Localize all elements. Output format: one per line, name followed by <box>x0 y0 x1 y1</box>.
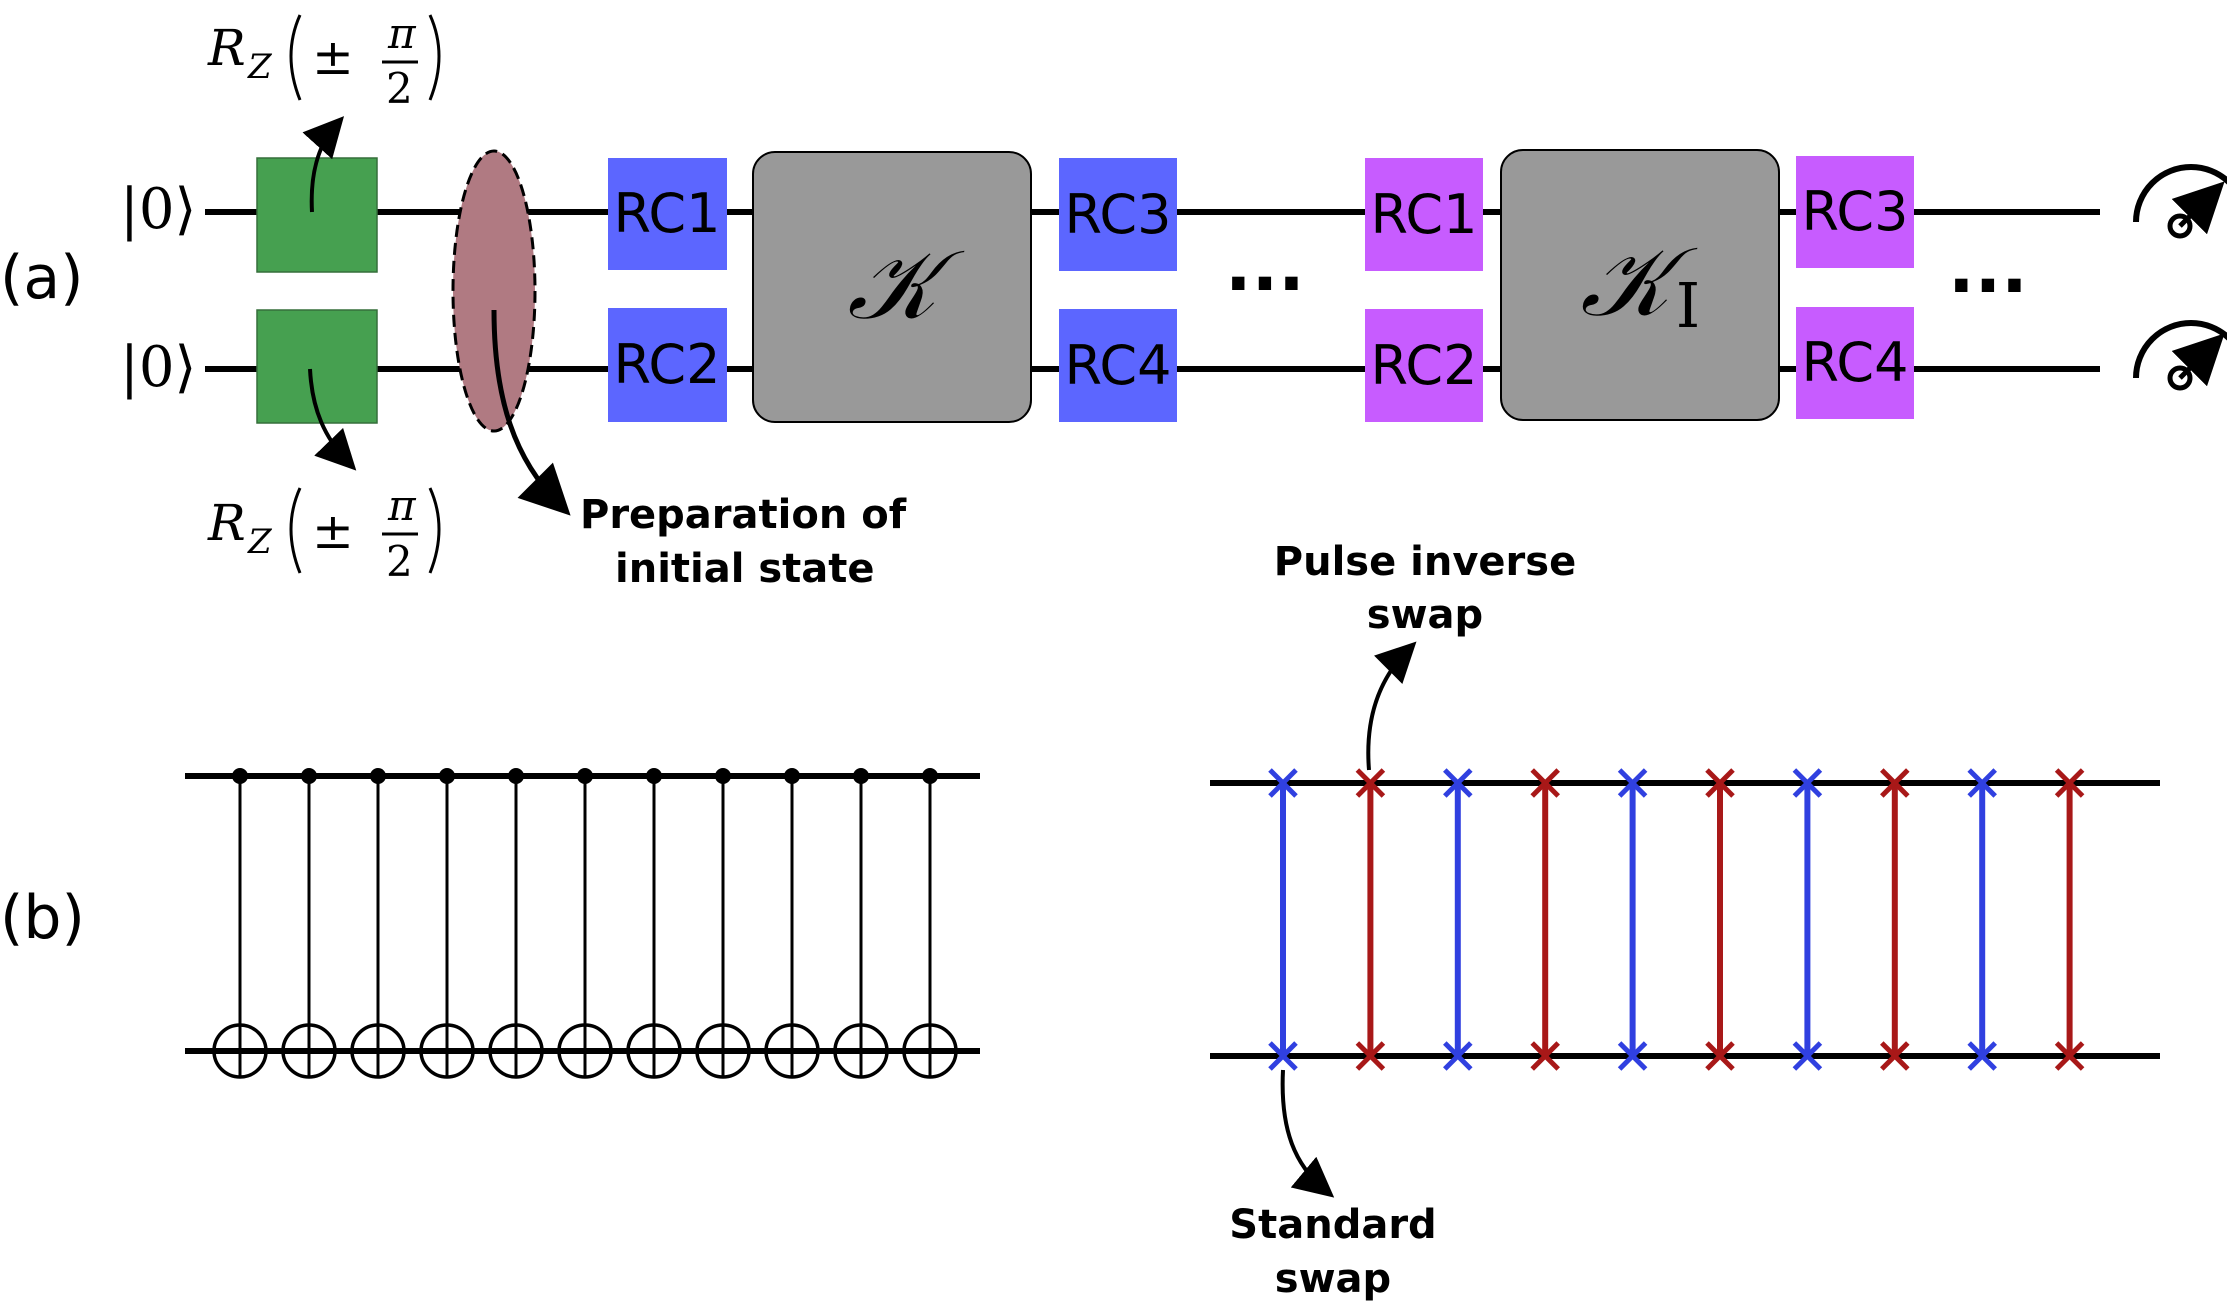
rc4-gate <box>1059 309 1177 422</box>
cnot-gate <box>626 768 682 1079</box>
cnot-gate <box>695 768 751 1079</box>
rc2-gate-stage2 <box>1365 309 1483 422</box>
control-dot <box>577 768 593 784</box>
measurement-meter-bottom-icon <box>2133 320 2227 391</box>
measurement-meter-top-icon <box>2133 164 2227 239</box>
standard-swap-gate <box>1792 768 1823 1071</box>
cnot-gate <box>902 768 958 1079</box>
panel-b: (b) Pulse inverse swap Standard swap <box>0 539 2160 1301</box>
rc2-label: RC2 <box>614 333 721 396</box>
cnot-gate <box>764 768 820 1079</box>
svg-text:R: R <box>207 19 246 77</box>
cnot-gate <box>419 768 475 1079</box>
standard-swap-gate <box>1268 768 1298 1071</box>
standard-swap-gate <box>1617 768 1648 1071</box>
pulse-inverse-swap-gate <box>2054 768 2085 1071</box>
rc3-label: RC3 <box>1065 183 1172 246</box>
cnot-gate <box>488 768 544 1079</box>
panel-a: (a) |0⟩ |0⟩ R Z ± π 2 R Z ± π <box>0 9 2227 592</box>
rc3-label-stage2: RC3 <box>1802 180 1909 243</box>
rc3-gate <box>1059 158 1177 271</box>
pulse-inverse-swap-gate <box>1705 768 1735 1071</box>
stage-1: RC1 RC2 𝒦 RC3 RC4 <box>608 151 1177 423</box>
rz-gate-top <box>256 157 378 273</box>
pulse-inverse-label-line2: swap <box>1367 592 1483 638</box>
rc1-label-stage2: RC1 <box>1371 183 1478 246</box>
standard-swap-label-line1: Standard <box>1229 1202 1436 1248</box>
pulse-inverse-swap-gate <box>1880 768 1910 1071</box>
kernel-inverse-gate <box>1500 149 1780 421</box>
standard-swap-gate <box>1967 768 1997 1071</box>
prep-note-line2: initial state <box>615 546 875 592</box>
pulse-inverse-label-line1: Pulse inverse <box>1274 539 1576 585</box>
kernel-inverse-subscript: I <box>1676 269 1701 342</box>
panel-a-label: (a) <box>0 243 84 313</box>
cnot-gate <box>557 768 613 1079</box>
prep-arrow <box>491 309 571 516</box>
ellipsis-gap <box>1218 268 1318 308</box>
cnot-gate <box>212 768 268 1079</box>
panel-b-label: (b) <box>0 883 85 953</box>
rc1-gate-stage2 <box>1365 158 1483 271</box>
input-state-bottom: |0⟩ <box>120 335 196 400</box>
rz-arrow-top <box>302 116 345 213</box>
svg-text:Z: Z <box>247 47 273 87</box>
control-dot <box>370 768 386 784</box>
rc4-label: RC4 <box>1065 334 1172 397</box>
rc1-label: RC1 <box>614 182 721 245</box>
control-dot <box>232 768 248 784</box>
svg-text:π: π <box>387 481 417 530</box>
cnot-gate <box>281 768 337 1079</box>
control-dot <box>715 768 731 784</box>
control-dot <box>922 768 938 784</box>
standard-swap-gate <box>1443 768 1473 1071</box>
control-dot <box>853 768 869 784</box>
pulse-inverse-swap-gate <box>1355 768 1386 1071</box>
rc2-label-stage2: RC2 <box>1371 334 1478 397</box>
rz-label-top: R Z ± π 2 <box>207 9 441 113</box>
standard-swap-label-line2: swap <box>1275 1256 1391 1301</box>
rc1-gate <box>608 158 727 270</box>
standard-swap-arrow <box>1280 1069 1335 1198</box>
pulse-inverse-swap-gate <box>1530 768 1560 1071</box>
prep-note-line1: Preparation of <box>580 492 907 538</box>
svg-text:π: π <box>387 9 417 58</box>
ellipsis-right: ... <box>1948 227 2028 309</box>
control-dot <box>508 768 524 784</box>
rc4-gate-stage2 <box>1796 307 1914 419</box>
stage-2: RC1 RC2 𝒦 I RC3 RC4 <box>1365 149 1914 422</box>
initial-state-preparation <box>451 149 537 433</box>
kernel-gate <box>752 151 1032 423</box>
rc4-label-stage2: RC4 <box>1802 331 1909 394</box>
control-dot <box>784 768 800 784</box>
rc3-gate-stage2 <box>1796 156 1914 268</box>
svg-text:R: R <box>207 494 246 552</box>
rz-arrow-bottom <box>308 368 357 471</box>
svg-text:Z: Z <box>247 522 273 562</box>
input-state-top: |0⟩ <box>120 177 196 242</box>
swap-sequence <box>1268 768 2085 1071</box>
rc2-gate <box>608 308 727 422</box>
ellipsis-middle: ... <box>1225 225 1305 307</box>
cnot-sequence <box>212 768 958 1079</box>
rz-label-bottom: R Z ± π 2 <box>207 481 441 586</box>
control-dot <box>301 768 317 784</box>
svg-text:±: ± <box>312 28 354 86</box>
svg-text:±: ± <box>312 502 354 560</box>
ellipsis-gap-right <box>1943 268 2043 308</box>
svg-text:2: 2 <box>386 537 413 586</box>
svg-text:2: 2 <box>386 64 413 113</box>
cnot-gate <box>833 768 889 1079</box>
pulse-inverse-arrow <box>1366 641 1417 771</box>
control-dot <box>646 768 662 784</box>
control-dot <box>439 768 455 784</box>
cnot-gate <box>350 768 406 1079</box>
